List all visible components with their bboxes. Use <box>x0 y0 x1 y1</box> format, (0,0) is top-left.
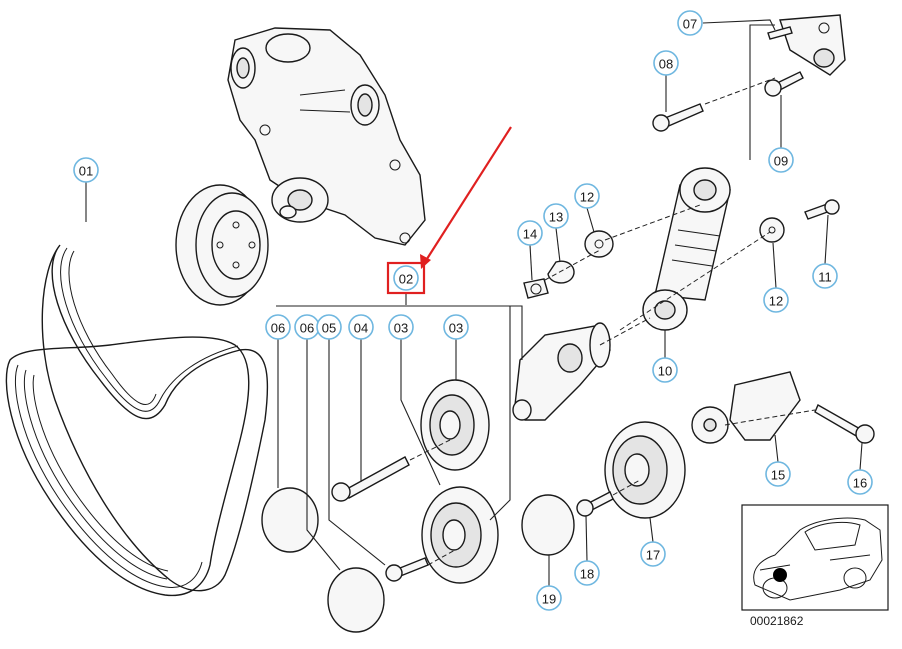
callout-07[interactable]: 07 <box>677 10 703 36</box>
callout-label: 05 <box>322 321 336 336</box>
callout-ring <box>765 461 791 487</box>
callout-ring <box>543 203 569 229</box>
fasteners-drawing <box>261 26 875 633</box>
callout-label: 07 <box>683 17 697 32</box>
callout-12[interactable]: 12 <box>763 287 789 313</box>
callout-ring <box>812 263 838 289</box>
water-pump-drawing <box>227 27 426 246</box>
callout-16[interactable]: 16 <box>847 469 873 495</box>
callout-01[interactable]: 01 <box>73 157 99 183</box>
callout-ring <box>768 147 794 173</box>
callout-13[interactable]: 13 <box>543 203 569 229</box>
callout-ring <box>763 287 789 313</box>
callout-ring <box>574 183 600 209</box>
diagram-number: 00021862 <box>750 614 804 628</box>
callout-06[interactable]: 06 <box>294 314 320 340</box>
callout-17[interactable]: 17 <box>640 541 666 567</box>
callout-02-label: 02 <box>399 272 413 287</box>
callout-19[interactable]: 19 <box>536 585 562 611</box>
callout-label: 19 <box>542 592 556 607</box>
callout-label: 10 <box>658 364 672 379</box>
callout-label: 16 <box>853 476 867 491</box>
callout-03[interactable]: 03 <box>388 314 414 340</box>
callout-label: 09 <box>774 154 788 169</box>
callout-02-highlighted[interactable]: 02 <box>386 261 426 295</box>
callout-ring <box>73 157 99 183</box>
callout-label: 17 <box>646 548 660 563</box>
callout-15[interactable]: 15 <box>765 461 791 487</box>
callout-05[interactable]: 05 <box>316 314 342 340</box>
ribbed-v-belt-drawing <box>5 244 269 597</box>
callout-ring <box>677 10 703 36</box>
callout-08[interactable]: 08 <box>653 50 679 76</box>
callout-label: 03 <box>394 321 408 336</box>
tensioner-drawing <box>420 322 686 584</box>
belt-damper-drawing <box>642 167 731 331</box>
support-brackets-drawing <box>691 14 846 444</box>
callout-ring <box>316 314 342 340</box>
callout-ring <box>574 560 600 586</box>
callout-09[interactable]: 09 <box>768 147 794 173</box>
callout-ring <box>847 469 873 495</box>
leader-lines <box>85 19 863 586</box>
callout-label: 18 <box>580 567 594 582</box>
callout-layer: 01 07 08 09 12 13 14 11 12 06 06 05 04 03 03 10 15 16 17 18… <box>73 10 873 611</box>
callout-ring <box>640 541 666 567</box>
callout-label: 15 <box>771 468 785 483</box>
callout-04[interactable]: 04 <box>348 314 374 340</box>
callout-03[interactable]: 03 <box>443 314 469 340</box>
callout-ring <box>348 314 374 340</box>
callout-ring <box>536 585 562 611</box>
callout-label: 08 <box>659 57 673 72</box>
callout-label: 01 <box>79 164 93 179</box>
callout-label: 06 <box>271 321 285 336</box>
callout-14[interactable]: 14 <box>517 220 543 246</box>
callout-ring <box>265 314 291 340</box>
callout-ring <box>388 314 414 340</box>
callout-ring <box>652 357 678 383</box>
callout-12[interactable]: 12 <box>574 183 600 209</box>
highlight-arrow <box>420 126 512 269</box>
fan-pulley-drawing <box>175 184 269 306</box>
callout-ring <box>653 50 679 76</box>
callout-label: 12 <box>580 190 594 205</box>
callout-ring <box>517 220 543 246</box>
callout-10[interactable]: 10 <box>652 357 678 383</box>
callout-label: 11 <box>818 270 832 285</box>
callout-06[interactable]: 06 <box>265 314 291 340</box>
car-location-inset: 00021862 <box>741 504 889 628</box>
callout-label: 03 <box>449 321 463 336</box>
callout-18[interactable]: 18 <box>574 560 600 586</box>
callout-label: 14 <box>523 227 537 242</box>
callout-label: 13 <box>549 210 563 225</box>
callout-label: 06 <box>300 321 314 336</box>
assembly-axes <box>409 77 816 566</box>
callout-11[interactable]: 11 <box>812 263 838 289</box>
callout-label: 04 <box>354 321 368 336</box>
callout-label: 12 <box>769 294 783 309</box>
callout-ring <box>443 314 469 340</box>
